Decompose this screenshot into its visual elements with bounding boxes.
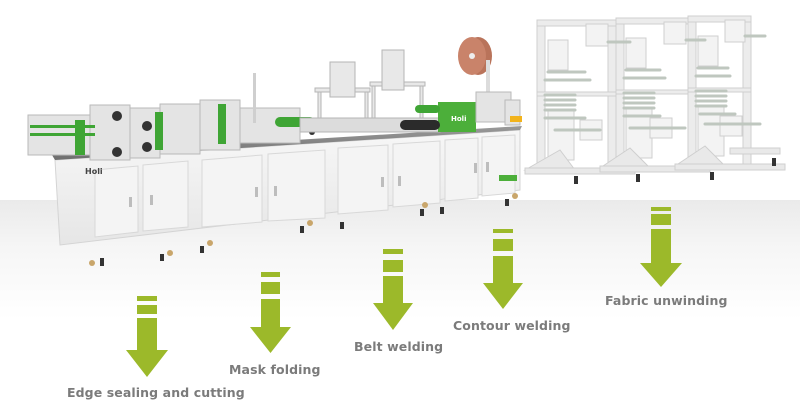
down-arrow-icon bbox=[126, 296, 168, 377]
control-sticker bbox=[499, 175, 517, 181]
station-label-edge-sealing: Edge sealing and cutting bbox=[67, 385, 245, 400]
station-label-fabric-unwinding: Fabric unwinding bbox=[605, 293, 728, 308]
down-arrow-icon bbox=[373, 249, 413, 330]
brand-badge: Holi bbox=[451, 115, 466, 123]
cabinet-brand-logo: Holi bbox=[85, 167, 103, 176]
down-arrow-icon bbox=[483, 229, 523, 309]
station-label-belt-welding: Belt welding bbox=[354, 339, 444, 354]
top-mechanisms: Holi bbox=[27, 37, 522, 161]
station-label-mask-folding: Mask folding bbox=[229, 362, 321, 377]
down-arrow-icon bbox=[640, 207, 682, 287]
down-arrow-icon bbox=[250, 272, 291, 353]
station-label-contour-welding: Contour welding bbox=[453, 318, 571, 333]
unwinding-frames bbox=[523, 15, 786, 184]
green-control-box bbox=[438, 102, 476, 132]
fabric-spool bbox=[458, 37, 492, 110]
